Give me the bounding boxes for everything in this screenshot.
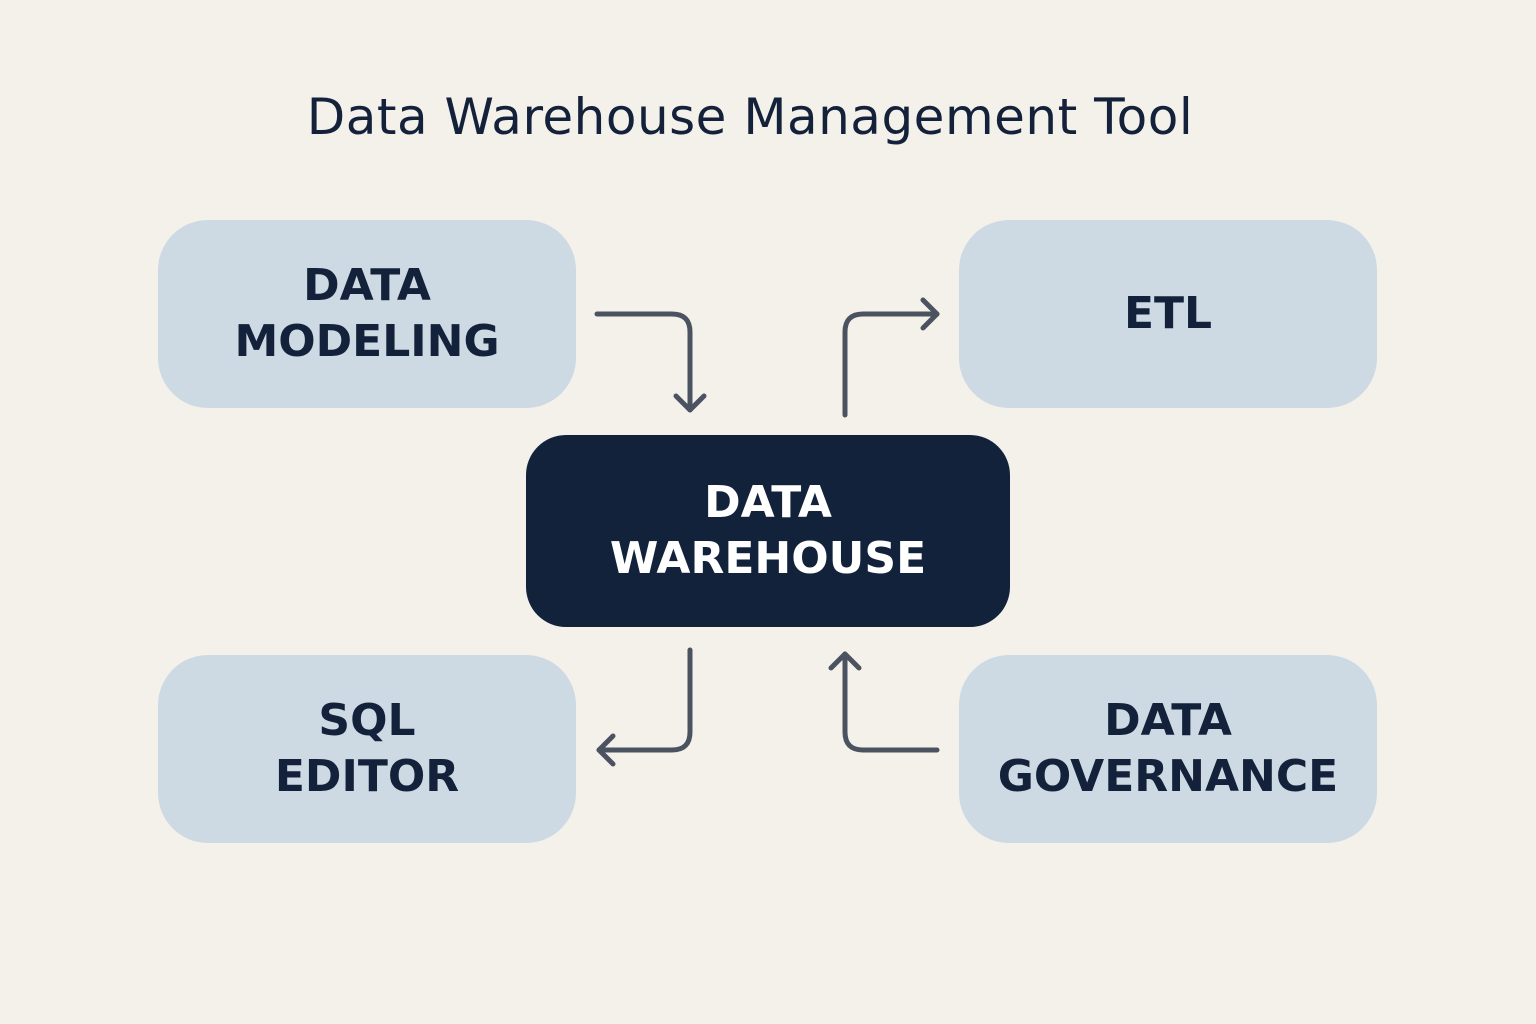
- arrow-warehouse-to-etl: [842, 297, 940, 418]
- diagram-title: Data Warehouse Management Tool: [306, 88, 1194, 146]
- arrow-modeling-to-warehouse: [594, 311, 707, 413]
- node-etl: ETL: [959, 220, 1377, 408]
- node-data-modeling: DATA MODELING: [158, 220, 576, 408]
- node-data-warehouse: DATA WAREHOUSE: [526, 435, 1010, 627]
- arrow-governance-to-warehouse: [828, 651, 940, 753]
- node-sql-editor: SQL EDITOR: [158, 655, 576, 843]
- arrow-warehouse-to-sql-editor: [596, 647, 693, 767]
- node-data-governance: DATA GOVERNANCE: [959, 655, 1377, 843]
